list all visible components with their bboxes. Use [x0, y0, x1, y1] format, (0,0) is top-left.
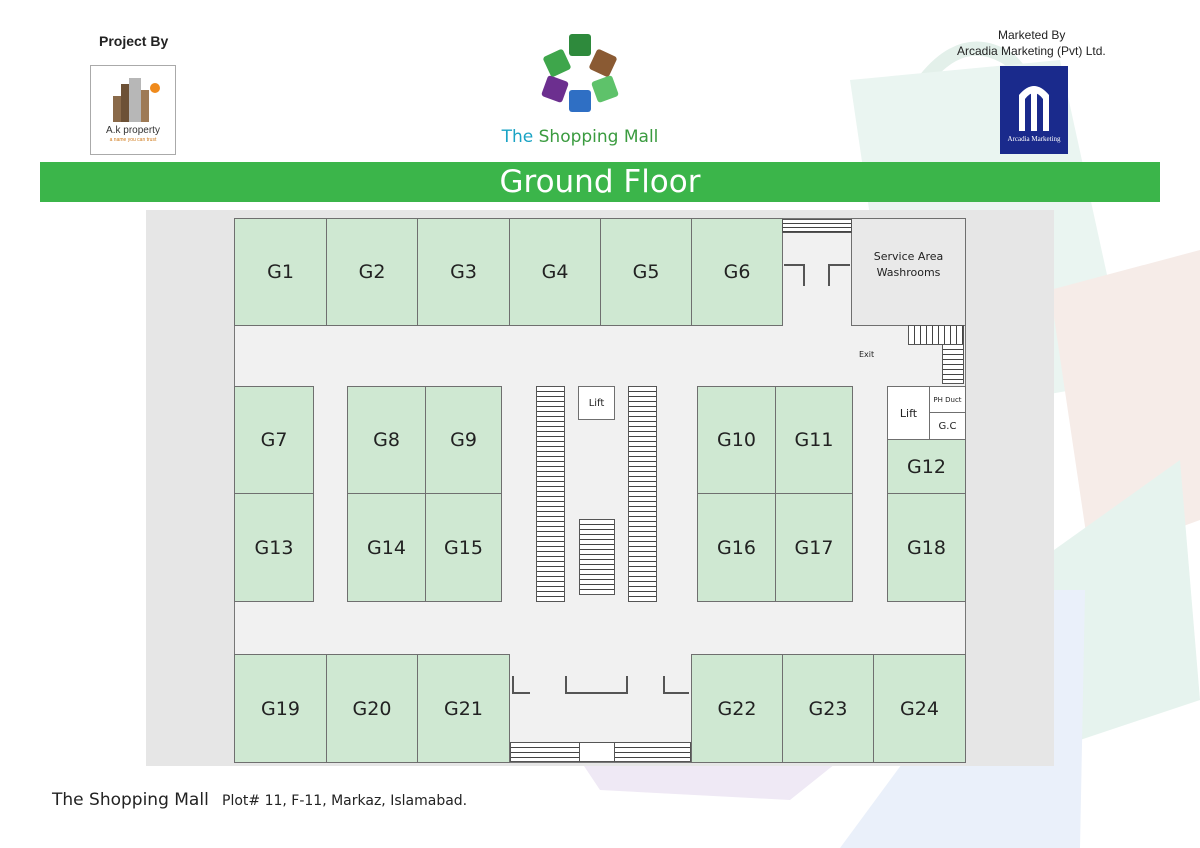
top-stairs: [782, 219, 852, 233]
mall-logo-title: The Shopping Mall: [490, 127, 670, 147]
wall-segment: [828, 264, 830, 286]
marketed-by-label: Marketed By: [998, 28, 1066, 42]
mall-logo-title-the: The: [501, 127, 534, 147]
shop-g6[interactable]: G6: [691, 218, 783, 326]
building-logo-icon: [113, 78, 160, 122]
shop-g22[interactable]: G22: [691, 654, 783, 763]
wall-segment: [565, 676, 567, 694]
mall-logo: The Shopping Mall: [490, 30, 670, 155]
service-area-line1: Service Area: [873, 250, 944, 263]
project-by-label: Project By: [99, 33, 169, 49]
bottom-entrance-steps-right: [614, 742, 691, 762]
right-lift: Lift: [887, 386, 930, 440]
shop-g14[interactable]: G14: [347, 493, 426, 602]
right-lift-label: Lift: [899, 406, 918, 420]
wall-segment: [784, 264, 804, 266]
shop-g18[interactable]: G18: [887, 493, 966, 602]
shop-g20[interactable]: G20: [326, 654, 418, 763]
shop-g16[interactable]: G16: [697, 493, 776, 602]
ph-duct-label: PH Duct: [933, 395, 962, 404]
wall-segment: [663, 692, 689, 694]
service-area-line2: Washrooms: [876, 266, 941, 279]
shop-g10[interactable]: G10: [697, 386, 776, 494]
mall-logo-title-rest: Shopping Mall: [538, 127, 659, 147]
shop-g2[interactable]: G2: [326, 218, 418, 326]
footer-mall-name: The Shopping Mall: [52, 790, 209, 810]
shop-g8[interactable]: G8: [347, 386, 426, 494]
footer-address: Plot# 11, F-11, Markaz, Islamabad.: [222, 793, 468, 809]
wall-segment: [828, 264, 850, 266]
gc-room: G.C: [929, 412, 966, 440]
tower-logo-icon: [1019, 86, 1049, 131]
shop-g9[interactable]: G9: [425, 386, 502, 494]
shop-g21[interactable]: G21: [417, 654, 510, 763]
developer-logo-text: A.k property: [106, 125, 160, 136]
shop-g1[interactable]: G1: [234, 218, 327, 326]
developer-logo-tagline: a name you can trust: [109, 137, 157, 143]
shop-g4[interactable]: G4: [509, 218, 601, 326]
exit-stairs-lower: [942, 344, 964, 384]
shop-g24[interactable]: G24: [873, 654, 966, 763]
marketer-name: Arcadia Marketing (Pvt) Ltd.: [957, 44, 1106, 58]
shop-g5[interactable]: G5: [600, 218, 692, 326]
exit-label: Exit: [859, 350, 875, 359]
shopping-bags-logo-icon: [541, 34, 619, 112]
escalator-left: [536, 386, 565, 602]
shop-g13[interactable]: G13: [234, 493, 314, 602]
shop-g11[interactable]: G11: [775, 386, 853, 494]
exit-stairs: [908, 325, 964, 345]
floor-title: Ground Floor: [499, 164, 701, 200]
shop-g23[interactable]: G23: [782, 654, 874, 763]
shop-g7[interactable]: G7: [234, 386, 314, 494]
center-stairs: [579, 519, 615, 595]
wall-segment: [512, 692, 530, 694]
marketer-logo-text: Arcadia Marketing: [1007, 135, 1061, 143]
center-lift: Lift: [578, 386, 615, 420]
escalator-right: [628, 386, 657, 602]
bottom-entrance-door: [579, 742, 615, 762]
wall-segment: [803, 264, 805, 286]
wall-segment: [512, 676, 514, 694]
floor-banner: Ground Floor: [40, 162, 1160, 202]
shop-g15[interactable]: G15: [425, 493, 502, 602]
shop-g12[interactable]: G12: [887, 439, 966, 494]
wall-segment: [626, 676, 628, 694]
shop-g17[interactable]: G17: [775, 493, 853, 602]
shop-g19[interactable]: G19: [234, 654, 327, 763]
shop-g3[interactable]: G3: [417, 218, 510, 326]
gc-label: G.C: [938, 420, 957, 432]
ph-duct: PH Duct: [929, 386, 966, 413]
center-lift-label: Lift: [588, 397, 605, 409]
wall-segment: [663, 676, 665, 694]
bottom-entrance-steps-left: [510, 742, 580, 762]
service-area: Service Area Washrooms: [851, 218, 966, 326]
wall-segment: [565, 692, 628, 694]
developer-logo: A.k property a name you can trust: [90, 65, 176, 155]
marketer-logo: Arcadia Marketing: [1000, 66, 1068, 154]
